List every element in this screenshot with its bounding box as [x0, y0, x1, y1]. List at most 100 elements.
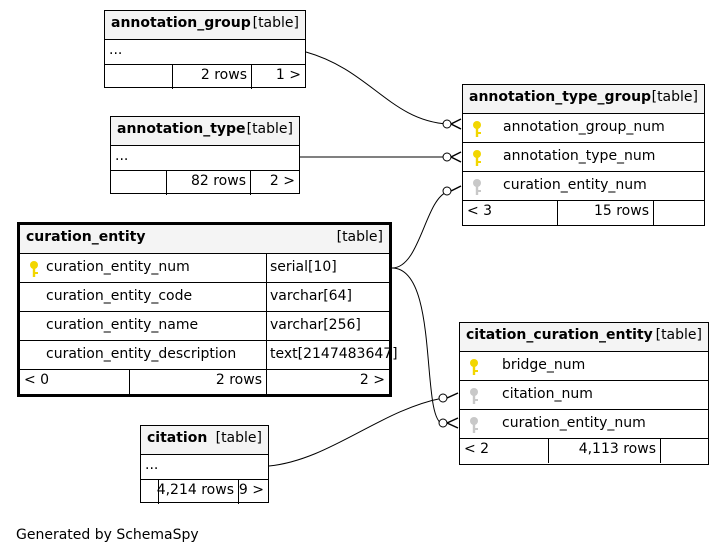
crowfoot-mark [446, 417, 459, 429]
table-kind: [table] [252, 15, 299, 31]
table-name: annotation_type [117, 121, 246, 137]
footer-rows: 2 rows [130, 370, 267, 394]
crowfoot-mark [446, 392, 459, 399]
edge-end-circle [438, 393, 448, 403]
column-row: curation_entity_name varchar[256] [20, 312, 389, 341]
column-name: curation_entity_code [46, 288, 193, 304]
ellipsis-row: ... [115, 148, 129, 164]
table-citation-curation-entity[interactable]: citation_curation_entity [table] bridge_… [459, 322, 709, 465]
column-row: annotation_group_num [463, 114, 704, 143]
table-name: curation_entity [26, 229, 146, 245]
column-name: citation_num [502, 386, 593, 402]
column-row: curation_entity_num [463, 172, 704, 201]
crowfoot-mark [450, 151, 462, 163]
footer-parents[interactable]: < 2 [460, 439, 549, 463]
table-kind: [table] [215, 430, 262, 446]
primary-key-icon [473, 121, 481, 137]
table-name: annotation_group [111, 15, 251, 31]
table-header: annotation_type [table] [111, 117, 299, 146]
table-curation-entity[interactable]: curation_entity [table] curation_entity_… [17, 222, 398, 397]
column-type: serial[10] [270, 259, 337, 275]
table-footer: < 0 2 rows 2 > [20, 370, 389, 394]
footer-parents [111, 171, 167, 195]
table-name: annotation_type_group [469, 89, 652, 105]
table-footer: < 3 15 rows [463, 201, 704, 225]
footer-children [661, 439, 708, 463]
footer-children[interactable]: 1 > [275, 67, 301, 83]
column-type: varchar[64] [270, 288, 352, 304]
footer-rows: 4,214 rows [157, 480, 239, 504]
column-row: curation_entity_num serial[10] [20, 254, 389, 283]
column-row: citation_num [460, 381, 708, 410]
column-row: annotation_type_num [463, 143, 704, 172]
table-kind: [table] [246, 121, 293, 137]
table-citation[interactable]: citation [table] ... 4,214 rows 9 > [140, 425, 269, 504]
footer-children[interactable]: 9 > [238, 482, 264, 498]
column-name: curation_entity_name [46, 317, 199, 333]
generated-by-caption: Generated by SchemaSpy [16, 527, 199, 543]
footer-children [654, 201, 704, 225]
column-type: varchar[256] [270, 317, 361, 333]
table-header: annotation_type_group [table] [463, 85, 704, 114]
table-annotation-type[interactable]: annotation_type [table] ... 82 rows 2 > [110, 116, 300, 195]
table-name: citation [147, 430, 208, 446]
table-row: ... [141, 455, 268, 480]
footer-children[interactable]: 2 > [359, 372, 385, 388]
table-footer: < 2 4,113 rows [460, 439, 708, 463]
table-kind: [table] [336, 229, 383, 245]
column-name: curation_entity_num [46, 259, 190, 275]
edge-end-circle [438, 418, 448, 428]
ellipsis-row: ... [145, 457, 159, 473]
primary-key-icon [473, 150, 481, 166]
column-name: bridge_num [502, 357, 586, 373]
table-footer: 4,214 rows 9 > [141, 480, 268, 504]
ellipsis-row: ... [109, 42, 123, 58]
table-header: curation_entity [table] [20, 225, 389, 254]
footer-parents[interactable]: < 3 [463, 201, 558, 225]
column-name: curation_entity_description [46, 346, 237, 362]
table-header: citation [table] [141, 426, 268, 455]
foreign-key-icon [470, 388, 478, 404]
footer-rows: 15 rows [558, 201, 654, 225]
table-annotation-type-group[interactable]: annotation_type_group [table] annotation… [462, 84, 705, 226]
table-header: annotation_group [table] [105, 11, 305, 40]
column-name: curation_entity_num [502, 415, 646, 431]
footer-rows: 82 rows [167, 171, 251, 195]
crowfoot-mark [450, 185, 462, 192]
column-name: annotation_type_num [503, 148, 656, 164]
column-row: curation_entity_description text[2147483… [20, 341, 398, 370]
column-name: curation_entity_num [503, 177, 647, 193]
footer-rows: 2 rows [173, 65, 252, 89]
table-row: ... [111, 146, 299, 171]
foreign-key-icon [470, 417, 478, 433]
table-name: citation_curation_entity [466, 327, 653, 343]
foreign-key-icon [473, 179, 481, 195]
edge-end-circle [442, 152, 452, 162]
footer-parents: < 0 [20, 370, 130, 394]
table-kind: [table] [655, 327, 702, 343]
table-header: citation_curation_entity [table] [460, 323, 708, 352]
edge-curation-to-atg [391, 191, 448, 269]
edge-annotation-group [305, 51, 448, 125]
edge-end-circle [442, 119, 452, 129]
footer-children[interactable]: 2 > [269, 173, 295, 189]
table-footer: 82 rows 2 > [111, 171, 299, 195]
table-kind: [table] [651, 89, 698, 105]
table-footer: 2 rows 1 > [105, 65, 305, 89]
footer-parents [105, 65, 173, 89]
column-type: text[2147483647] [270, 346, 398, 362]
edge-curation-to-cce [391, 267, 444, 425]
table-row: ... [105, 40, 305, 65]
column-row: curation_entity_num [460, 410, 708, 439]
primary-key-icon [470, 359, 478, 375]
footer-rows: 4,113 rows [549, 439, 661, 463]
column-row: bridge_num [460, 352, 708, 381]
edge-citation [268, 397, 444, 467]
column-row: curation_entity_code varchar[64] [20, 283, 389, 312]
primary-key-icon [30, 261, 38, 277]
table-annotation-group[interactable]: annotation_group [table] ... 2 rows 1 > [104, 10, 306, 89]
column-name: annotation_group_num [503, 119, 665, 135]
edge-end-circle [442, 186, 452, 196]
footer-parents [141, 480, 159, 504]
